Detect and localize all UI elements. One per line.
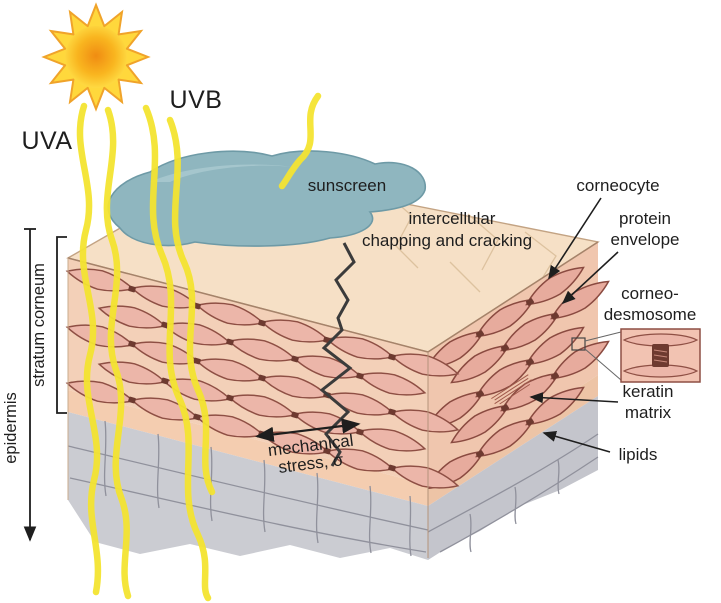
chapping-line2: chapping and cracking — [362, 231, 532, 250]
front-face-lipid-strip — [68, 390, 428, 506]
keratin-matrix-fibers — [491, 374, 532, 405]
epidermis-label: epidermis — [2, 392, 20, 464]
uv-ray — [278, 92, 322, 190]
stratum-corneum-annotation: stratum corneum — [30, 236, 67, 414]
sunscreen-layer: sunscreen — [107, 150, 426, 247]
lipids-annotation: lipids — [542, 430, 658, 464]
corneocyte-label: corneocyte — [576, 176, 659, 195]
uv-ray — [76, 102, 102, 596]
keratin-line2: matrix — [625, 403, 672, 422]
sun-icon — [41, 2, 151, 112]
stress-arrow — [254, 418, 361, 443]
keratin-line1: keratin — [622, 382, 673, 401]
protein-leader — [561, 251, 619, 305]
inset-leader-top — [584, 331, 622, 342]
keratin-matrix-annotation: keratin matrix — [529, 382, 674, 422]
corneocyte-leader — [548, 197, 602, 280]
corneocyte-annotation: corneocyte — [548, 176, 660, 280]
protein-envelope-annotation: protein envelope — [561, 209, 680, 305]
uv-ray — [103, 106, 132, 600]
keratin-leader — [529, 392, 619, 404]
lipids-label: lipids — [619, 445, 658, 464]
uvb-label: UVB — [170, 86, 223, 114]
corneodesmosome-annotation: corneo- desmosome — [571, 284, 701, 383]
corneo-line2: desmosome — [604, 305, 697, 324]
front-gray-mesh — [67, 420, 429, 557]
desmosome-inset — [620, 328, 701, 383]
epidermis-annotation: epidermis — [2, 228, 37, 542]
protein-line1: protein — [619, 209, 671, 228]
chapping-line1: intercellular — [409, 209, 496, 228]
desmosome-source-box — [571, 337, 586, 351]
inset-leader-bottom — [584, 348, 622, 381]
sunscreen-label: sunscreen — [308, 176, 386, 195]
block-edges — [67, 241, 599, 558]
uv-ray — [142, 104, 212, 602]
skin-block: sunscreen — [63, 150, 615, 560]
protein-line2: envelope — [610, 230, 679, 249]
stratum-bracket — [56, 236, 67, 414]
uv-ray — [166, 116, 216, 496]
chapping-label: intercellular chapping and cracking — [362, 209, 532, 250]
right-gray-mesh — [427, 433, 599, 553]
uv-rays — [76, 92, 322, 602]
uva-label: UVA — [21, 127, 72, 155]
front-face-gray — [68, 412, 428, 560]
lipids-leader — [542, 430, 611, 453]
stratum-corneum-label: stratum corneum — [30, 263, 48, 387]
corneo-line1: corneo- — [621, 284, 679, 303]
